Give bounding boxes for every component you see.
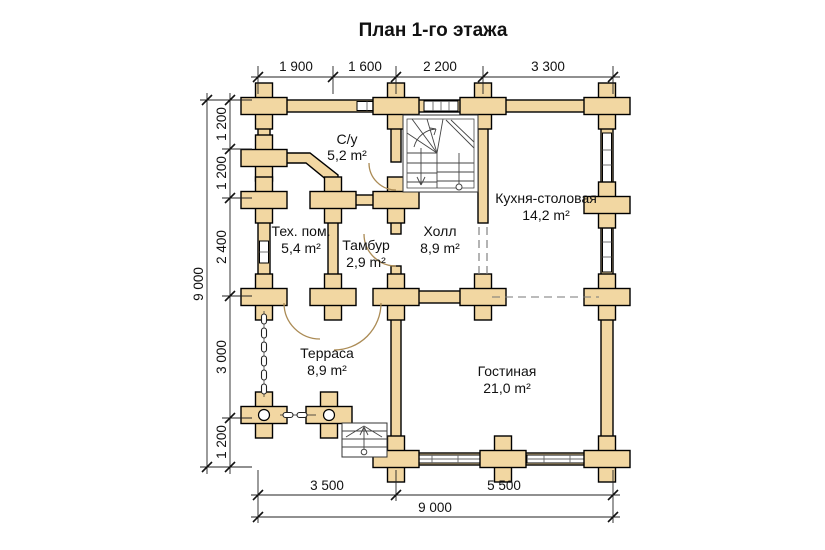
windows bbox=[259, 100, 612, 464]
room-kitchen-name: Кухня-столовая bbox=[495, 190, 597, 206]
dim-bottom-1: 3 500 bbox=[310, 478, 344, 493]
plan-title: План 1-го этажа bbox=[359, 20, 508, 41]
dim-left-4: 3 000 bbox=[214, 340, 229, 374]
dim-bottom-2: 5 500 bbox=[487, 478, 521, 493]
dim-top-2: 1 600 bbox=[348, 59, 382, 74]
room-terrace-area: 8,9 m² bbox=[307, 362, 347, 378]
dim-top-4: 3 300 bbox=[531, 59, 565, 74]
room-tambour-area: 2,9 m² bbox=[346, 254, 386, 270]
terrace-column-left bbox=[240, 391, 288, 439]
room-su-name: С/у bbox=[337, 131, 358, 147]
terrace-column-right bbox=[305, 391, 353, 439]
room-kitchen-area: 14,2 m² bbox=[522, 207, 570, 223]
dim-left-2: 1 200 bbox=[214, 156, 229, 190]
door-tech-terrace bbox=[283, 302, 321, 340]
room-su-area: 5,2 m² bbox=[327, 147, 367, 163]
door-tambour-hall bbox=[363, 233, 397, 267]
door-tambour-terrace bbox=[333, 302, 382, 351]
room-hall-area: 8,9 m² bbox=[420, 240, 460, 256]
dimension-labels: 1 900 1 600 2 200 3 300 1 200 1 200 2 40… bbox=[191, 59, 565, 515]
dim-bottom-total: 9 000 bbox=[418, 500, 452, 515]
doors bbox=[283, 162, 397, 351]
room-living-name: Гостиная bbox=[478, 363, 537, 379]
room-living-area: 21,0 m² bbox=[483, 380, 531, 396]
entry-steps bbox=[341, 422, 388, 458]
door-su bbox=[368, 162, 397, 191]
staircase bbox=[402, 114, 479, 193]
window-right-upper bbox=[602, 132, 612, 183]
log-cross-joints bbox=[240, 82, 631, 483]
room-labels: С/у 5,2 m² Тех. пом. 5,4 m² Тамбур 2,9 m… bbox=[272, 131, 597, 396]
dim-left-1: 1 200 bbox=[214, 107, 229, 141]
terrace-railing bbox=[260, 311, 316, 419]
dim-left-5: 1 200 bbox=[214, 425, 229, 459]
dim-top-1: 1 900 bbox=[279, 59, 313, 74]
dim-left-3: 2 400 bbox=[214, 230, 229, 264]
dimension-lines bbox=[200, 66, 620, 523]
room-tech-area: 5,4 m² bbox=[281, 240, 321, 256]
room-hall-name: Холл bbox=[424, 223, 457, 239]
room-tech-name: Тех. пом. bbox=[272, 223, 331, 239]
room-tambour-name: Тамбур bbox=[342, 237, 390, 253]
open-boundaries bbox=[478, 227, 599, 298]
window-right-lower bbox=[602, 225, 612, 273]
dim-top-3: 2 200 bbox=[423, 59, 457, 74]
dim-left-total: 9 000 bbox=[191, 267, 206, 301]
room-terrace-name: Терраса bbox=[300, 345, 354, 361]
